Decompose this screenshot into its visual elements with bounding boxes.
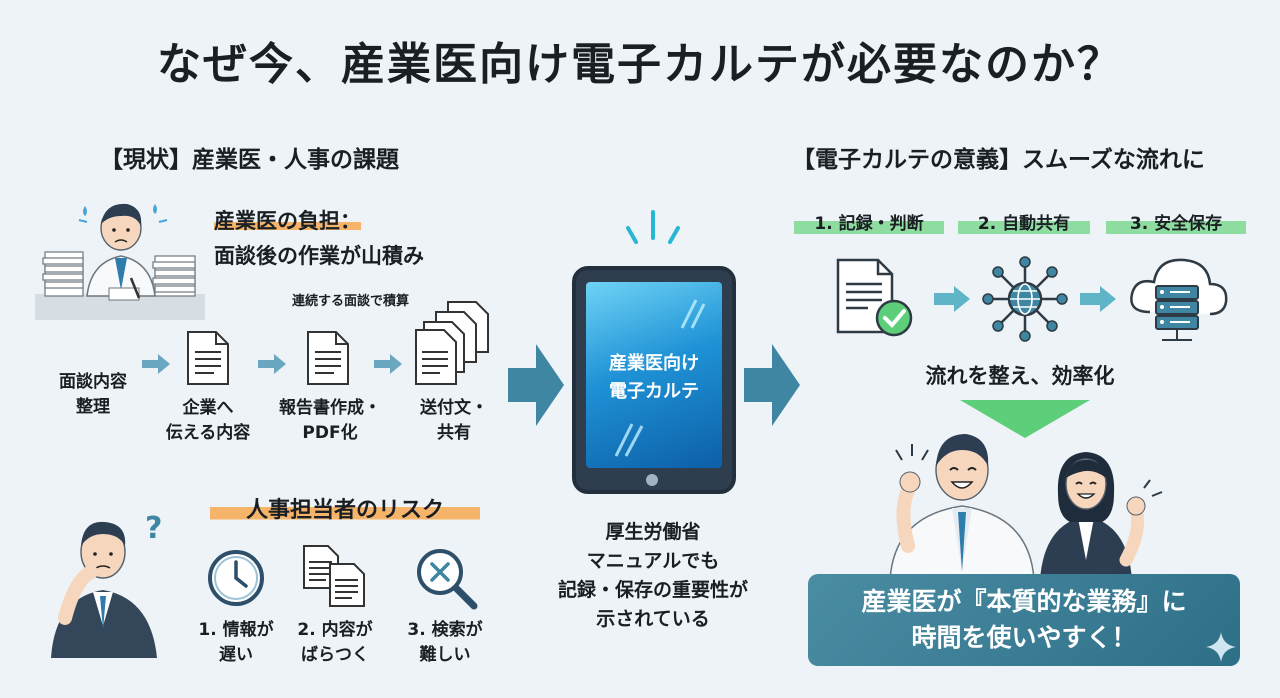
flow-arrow-2-icon <box>258 354 286 374</box>
risk-item-1-label: 1. 情報が遅い <box>198 620 274 665</box>
svg-text:?: ? <box>145 511 162 546</box>
step-2-label: 2. 自動共有 <box>958 212 1090 234</box>
risk-item-2-label: 2. 内容がばらつく <box>297 620 373 665</box>
documents-icon <box>303 545 365 607</box>
risk-item-3-label: 3. 検索が難しい <box>407 620 483 665</box>
flow-arrow-1-icon <box>142 354 170 374</box>
right-section-heading: 【電子カルテの意義】スムーズな流れに <box>792 147 1205 173</box>
efficiency-text: 流れを整え、効率化 <box>925 364 1115 388</box>
document-icon <box>307 331 349 385</box>
document-check-icon <box>836 258 913 337</box>
overwhelmed-doctor-illustration <box>35 203 205 320</box>
step-1-label: 1. 記録・判断 <box>794 212 944 234</box>
risk-title: 人事担当者のリスク <box>245 498 444 523</box>
worried-hr-person-illustration: ? <box>51 511 162 658</box>
flow-step-3-label: 報告書作成・PDF化 <box>279 398 381 443</box>
accumulate-note: 連続する面談で積算 <box>292 294 410 309</box>
mhlw-note: 厚生労働省マニュアルでも記録・保存の重要性が示されている <box>557 521 748 630</box>
big-arrow-left-icon <box>508 344 564 426</box>
search-x-icon <box>417 549 478 610</box>
tablet-screen-text: 産業医向け電子カルテ <box>609 353 699 402</box>
flow-step-4-label: 送付文・共有 <box>420 398 488 443</box>
network-globe-icon <box>982 256 1068 342</box>
cloud-server-icon <box>1130 258 1228 341</box>
flow-step-2-label: 企業へ伝える内容 <box>165 398 251 443</box>
screen-shine-icon <box>614 299 706 457</box>
happy-doctor-and-hr-illustration <box>889 434 1163 581</box>
page-title: なぜ今、産業医向け電子カルテが必要なのか？ <box>157 39 1123 90</box>
funnel-down-arrow-icon <box>960 400 1090 438</box>
risk-title-highlight <box>210 492 480 522</box>
conclusion-banner: 産業医が『本質的な業務』に時間を使いやすく！ <box>808 574 1240 666</box>
tablet-glow-icon <box>626 210 680 244</box>
step-arrow-1-icon <box>934 286 970 312</box>
tablet-device: 産業医向け電子カルテ <box>572 266 736 494</box>
burden-subtitle: 面談後の作業が山積み <box>214 244 424 268</box>
step-arrow-2-icon <box>1080 286 1116 312</box>
left-section-heading: 【現状】産業医・人事の課題 <box>100 147 399 173</box>
clock-icon <box>208 550 264 606</box>
sparkle-icon <box>1206 632 1236 662</box>
burden-title-text: 産業医の負担： <box>214 209 361 233</box>
flow-arrow-3-icon <box>374 354 402 374</box>
document-stack-icon <box>415 301 489 385</box>
document-icon <box>187 331 229 385</box>
step-3-label: 3. 安全保存 <box>1106 212 1246 234</box>
burden-title: 産業医の負担： <box>214 206 361 236</box>
flow-step-1-label: 面談内容整理 <box>59 372 127 417</box>
big-arrow-right-icon <box>744 344 800 426</box>
tablet-screen: 産業医向け電子カルテ <box>586 282 722 468</box>
tablet-home-button <box>646 474 658 486</box>
